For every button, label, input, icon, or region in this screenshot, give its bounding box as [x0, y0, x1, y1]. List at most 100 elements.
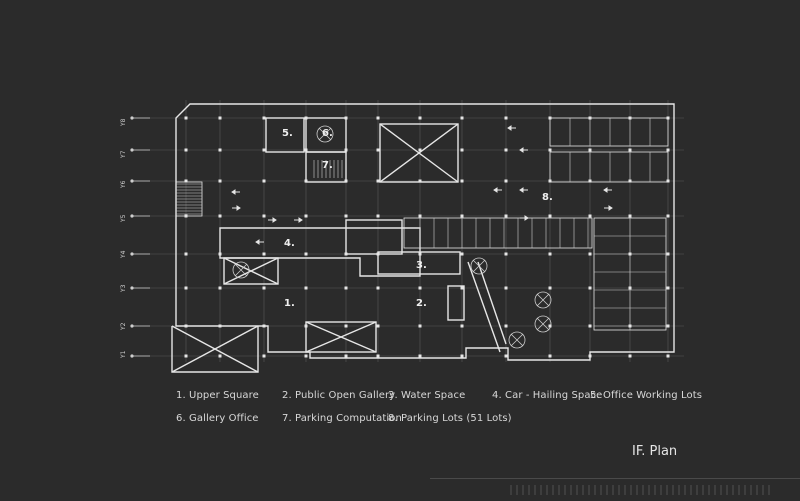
tree-cross-b-6	[318, 127, 332, 141]
column-dot-5-2	[262, 286, 266, 290]
column-dot-1-11	[628, 148, 632, 152]
column-dot-2-0	[184, 179, 188, 183]
arrow-head-4	[298, 217, 303, 223]
room-label-4: 4.	[284, 238, 295, 249]
column-dot-2-5	[376, 179, 380, 183]
tree-symbols	[232, 125, 552, 349]
room-label-6: 6.	[322, 128, 333, 139]
column-dot-1-8	[504, 148, 508, 152]
tree-circle-3	[534, 291, 552, 309]
column-dot-5-9	[548, 286, 552, 290]
column-dot-5-7	[460, 286, 464, 290]
column-dot-4-0	[184, 252, 188, 256]
column-dot-0-5	[376, 116, 380, 120]
column-dot-5-1	[218, 286, 222, 290]
column-dot-4-1	[218, 252, 222, 256]
column-dot-0-11	[628, 116, 632, 120]
traffic-arrow-4	[294, 217, 303, 223]
column-dot-7-2	[262, 354, 266, 358]
arrow-head-10	[507, 125, 512, 131]
column-dot-6-8	[504, 324, 508, 328]
column-dot-4-10	[588, 252, 592, 256]
stall-dividers	[176, 118, 666, 330]
column-dot-3-9	[548, 214, 552, 218]
room-label-8: 8.	[542, 192, 553, 203]
column-dot-0-6	[418, 116, 422, 120]
traffic-arrow-10	[507, 125, 516, 131]
column-dot-3-0	[184, 214, 188, 218]
column-dot-4-9	[548, 252, 552, 256]
arrow-head-1	[231, 189, 236, 195]
legend-item-4: 4. Car - Hailing Space	[492, 390, 603, 401]
water-space-outline	[377, 251, 461, 275]
column-dot-7-1	[218, 354, 222, 358]
column-dot-1-7	[460, 148, 464, 152]
grid-label-y4: Y4	[120, 250, 127, 258]
column-dot-6-4	[344, 324, 348, 328]
column-dot-3-10	[588, 214, 592, 218]
column-dot-7-3	[304, 354, 308, 358]
column-dot-2-3	[304, 179, 308, 183]
column-dot-5-12	[666, 286, 670, 290]
bottom-void-cross-b	[305, 321, 377, 353]
column-dot-3-12	[666, 214, 670, 218]
column-dot-6-3	[304, 324, 308, 328]
legend-item-2: 2. Public Open Gallery	[282, 390, 396, 401]
column-dot-0-0	[184, 116, 188, 120]
bottom-void	[305, 321, 377, 353]
column-dot-0-1	[218, 116, 222, 120]
column-dot-0-7	[460, 116, 464, 120]
arrow-head-2	[236, 205, 241, 211]
room-label-2: 2.	[416, 298, 427, 309]
column-dot-6-6	[418, 324, 422, 328]
column-dot-6-7	[460, 324, 464, 328]
legend-item-7: 7. Parking Computation	[282, 413, 402, 424]
column-dot-4-7	[460, 252, 464, 256]
column-dot-7-8	[504, 354, 508, 358]
footer-strip	[430, 478, 800, 501]
grid-label-y5: Y5	[120, 214, 127, 222]
building-walls	[171, 103, 675, 373]
column-dot-2-1	[218, 179, 222, 183]
legend-item-1: 1. Upper Square	[176, 390, 259, 401]
room-7-outline	[305, 151, 347, 183]
column-dot-4-3	[304, 252, 308, 256]
column-dot-6-10	[588, 324, 592, 328]
column-dot-0-4	[344, 116, 348, 120]
column-dot-5-4	[344, 286, 348, 290]
arrow-head-6	[519, 187, 524, 193]
grid-tick-dot-2	[130, 148, 134, 152]
column-dot-1-10	[588, 148, 592, 152]
grid-tick-dot-3	[130, 179, 134, 183]
tree-circle-5	[508, 331, 526, 349]
column-dot-1-5	[376, 148, 380, 152]
column-dot-0-12	[666, 116, 670, 120]
column-dot-6-12	[666, 324, 670, 328]
grid-label-y1: Y1	[120, 350, 127, 358]
column-dot-1-2	[262, 148, 266, 152]
top-atrium-cross-b	[379, 123, 459, 183]
left-void	[223, 257, 279, 285]
column-dot-5-11	[628, 286, 632, 290]
column-dot-5-3	[304, 286, 308, 290]
arrow-head-11	[603, 187, 608, 193]
grid-tick-dot-7	[130, 324, 134, 328]
column-dot-6-2	[262, 324, 266, 328]
column-dot-1-1	[218, 148, 222, 152]
column-dot-6-9	[548, 324, 552, 328]
column-dot-7-9	[548, 354, 552, 358]
legend-item-5: 5. Office Working Lots	[590, 390, 703, 401]
grid-tick-dot-5	[130, 252, 134, 256]
column-dot-0-8	[504, 116, 508, 120]
column-dot-3-6	[418, 214, 422, 218]
outer-boundary	[175, 103, 675, 361]
column-dot-3-3	[304, 214, 308, 218]
traffic-arrow-6	[519, 187, 528, 193]
column-dot-7-0	[184, 354, 188, 358]
tree-cross-b-2	[472, 259, 486, 273]
column-dot-2-12	[666, 179, 670, 183]
column-dot-5-8	[504, 286, 508, 290]
column-dot-7-12	[666, 354, 670, 358]
parking-row-middle	[403, 217, 593, 249]
